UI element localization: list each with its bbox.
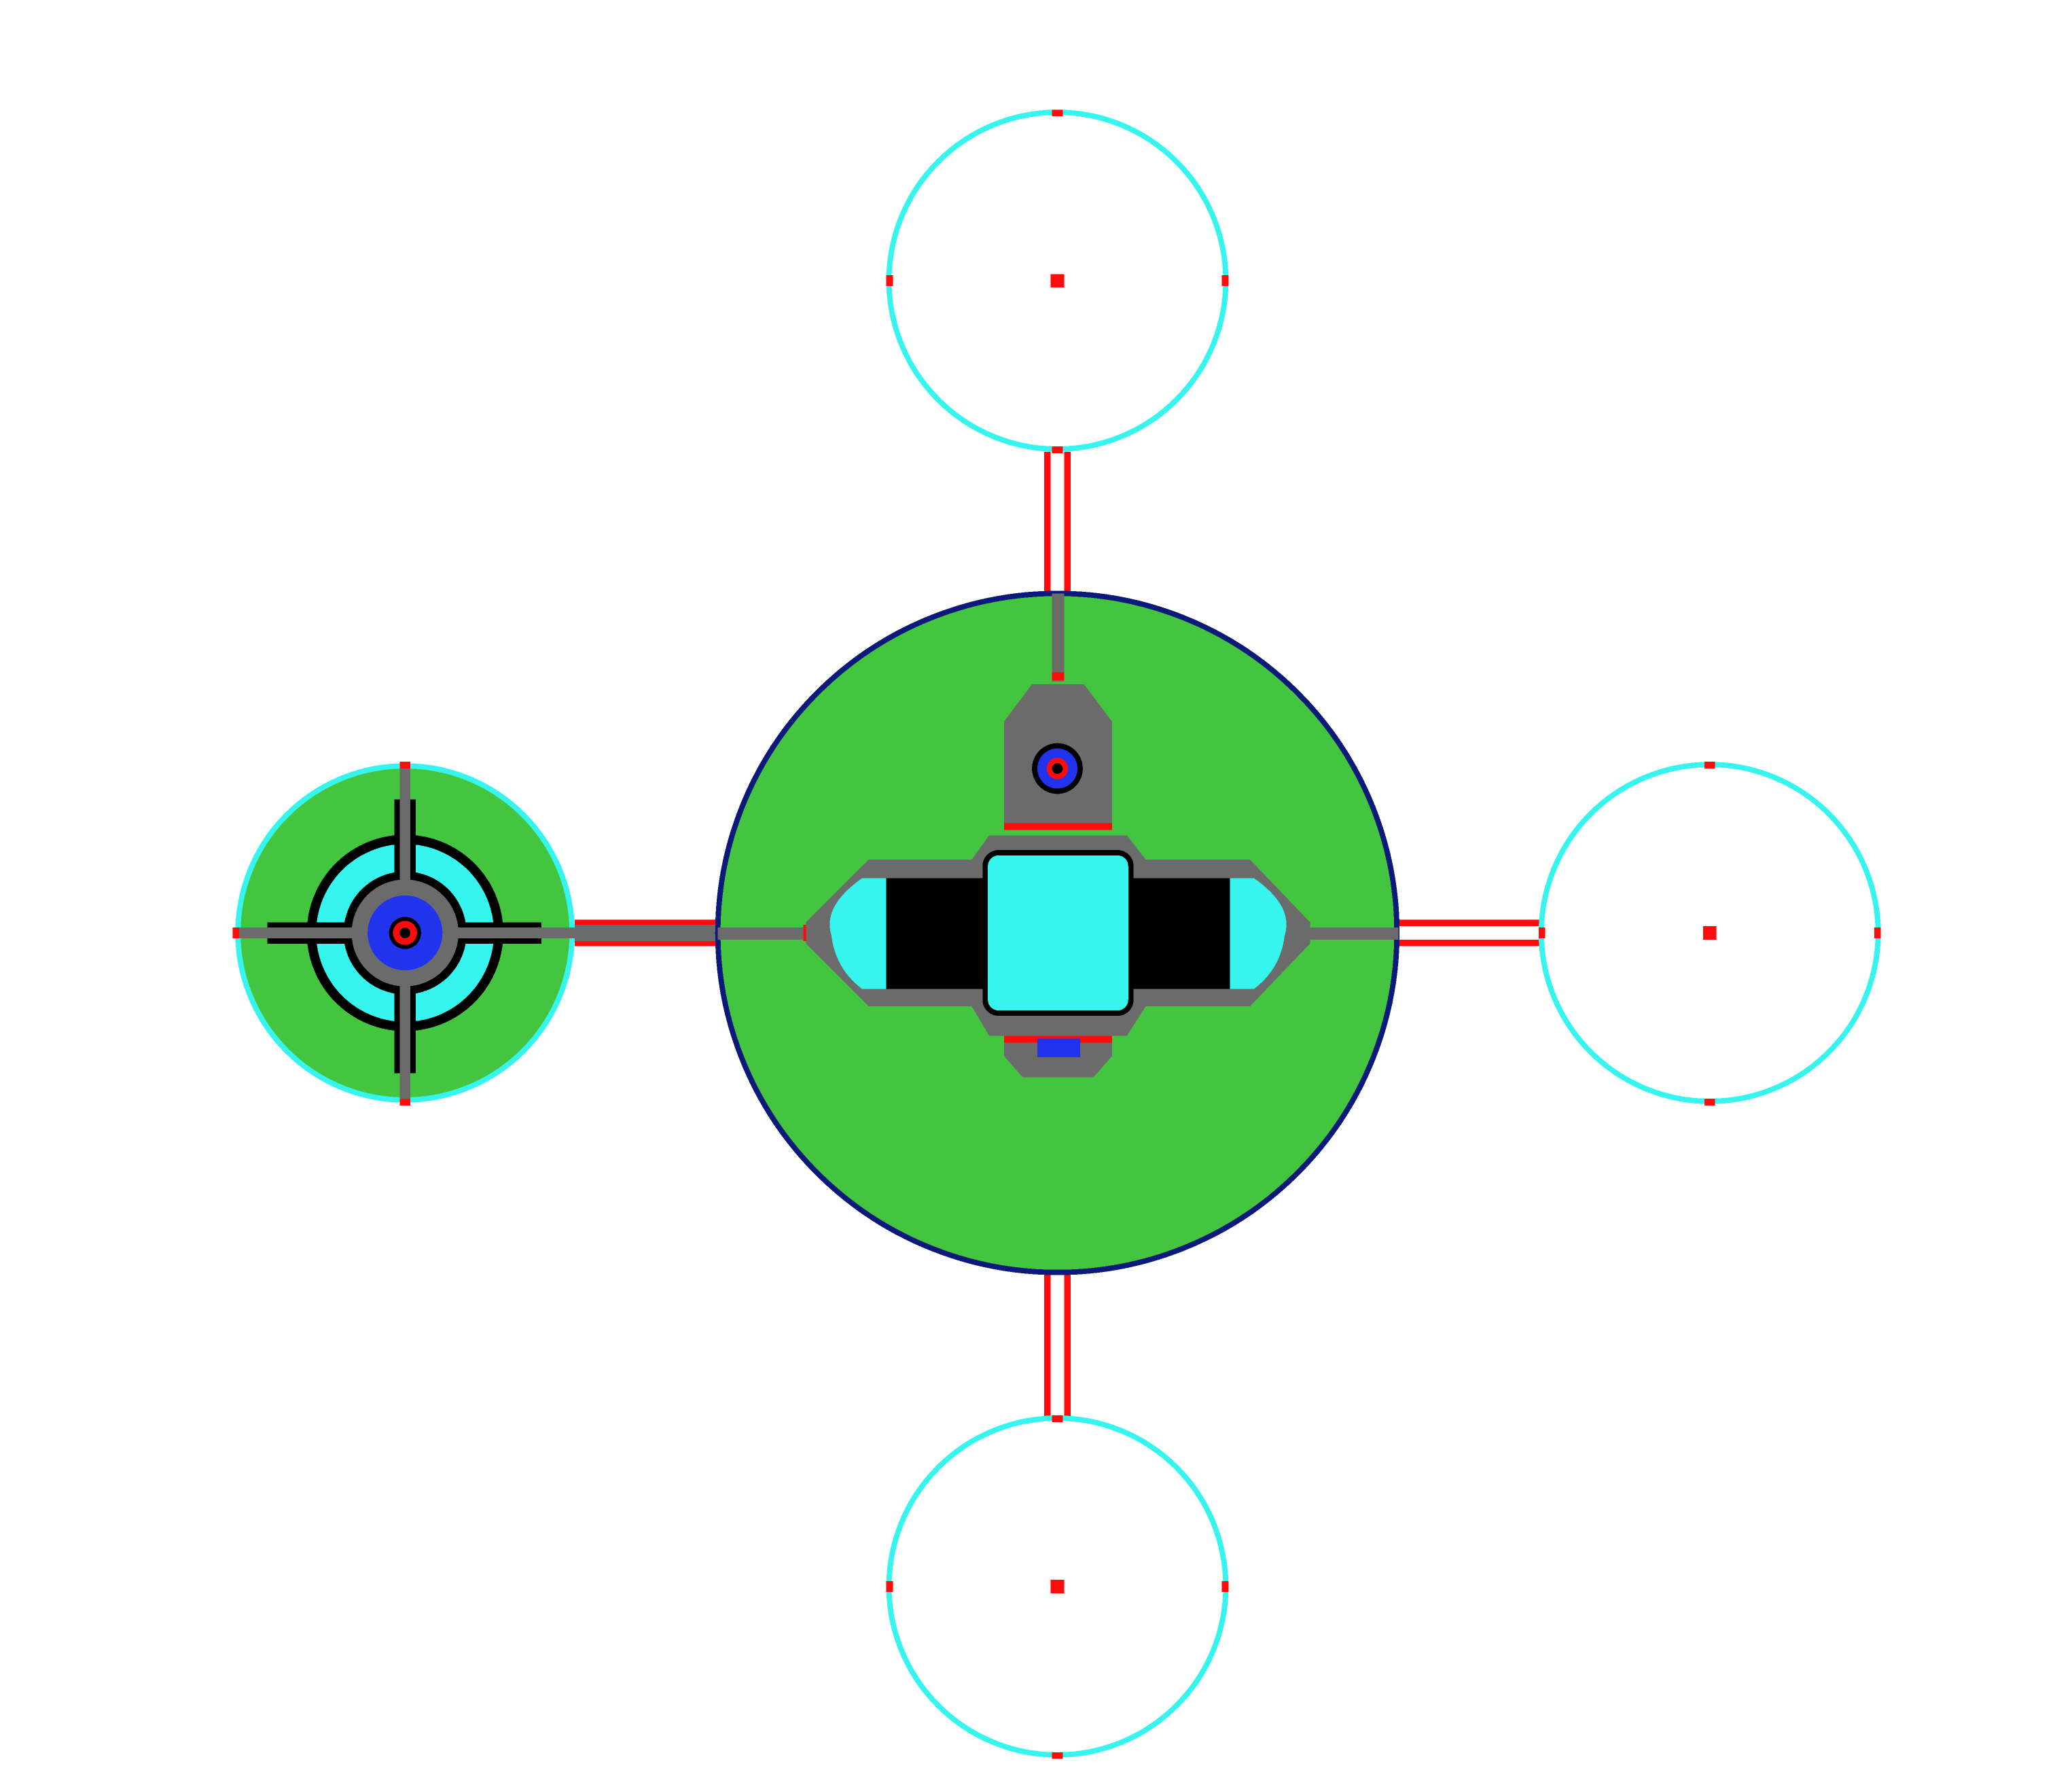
west-bay (886, 878, 990, 989)
east-bay (1126, 878, 1230, 989)
connector-east[interactable] (1398, 919, 1541, 946)
central-chamber (982, 850, 1134, 1016)
empty-slot-south[interactable] (886, 1415, 1229, 1759)
empty-slot-east[interactable] (1538, 762, 1881, 1105)
thruster (1003, 1038, 1113, 1078)
connector-north[interactable] (1043, 451, 1071, 594)
connector-west[interactable] (575, 919, 718, 946)
docking-ring-module[interactable] (232, 762, 575, 1105)
slot-center-marker (1050, 1580, 1065, 1593)
north-strut (1052, 593, 1065, 682)
empty-slot-north[interactable] (886, 109, 1229, 453)
core-hub-module[interactable] (715, 590, 1400, 1275)
thruster-port (1037, 1038, 1080, 1057)
west-window (829, 878, 887, 989)
east-strut (1307, 927, 1399, 940)
connector-south[interactable] (1043, 1272, 1071, 1417)
east-window (1230, 878, 1287, 989)
slot-center-marker (1050, 274, 1065, 287)
slot-center-marker (1702, 926, 1717, 940)
docking-port-icon (368, 895, 443, 971)
west-strut (717, 927, 809, 940)
sensor-port-icon (1032, 743, 1083, 794)
